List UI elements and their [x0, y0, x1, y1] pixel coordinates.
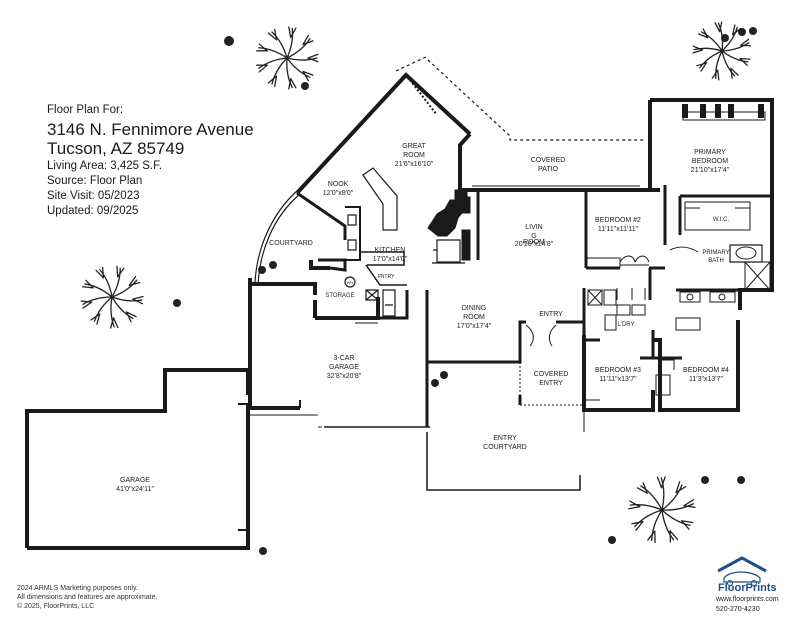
landscaping-plants	[173, 27, 757, 555]
tree-icon	[628, 476, 696, 544]
footer-disclaimer-2: All dimensions and features are approxim…	[17, 594, 158, 601]
nook-label: NOOK	[328, 181, 349, 188]
updated-date: Updated: 09/2025	[47, 205, 139, 217]
three-car-garage-label-2: GARAGE	[329, 364, 359, 371]
great-room-label-2: ROOM	[403, 152, 425, 159]
site-visit-date: Site Visit: 05/2023	[47, 190, 140, 202]
wic-label: W.I.C.	[713, 217, 730, 223]
footer-copyright: © 2025, FloorPrints, LLC	[17, 603, 95, 610]
covered-patio-label: COVERED	[531, 157, 566, 164]
entry-courtyard-wall	[426, 432, 581, 491]
bedroom-4-dims: 11'3"x13'7"	[689, 376, 723, 383]
entry-courtyard-label-2: COURTYARD	[483, 444, 527, 451]
entry-label: ENTRY	[539, 311, 563, 318]
kitchen-dims: 17'0"x14'0"	[373, 256, 408, 263]
dining-room-label: DINING	[462, 305, 487, 312]
kitchen-label: KITCHEN	[375, 247, 406, 254]
bedroom-3-dims: 11'11"x13'7"	[599, 376, 637, 383]
plan-source: Source: Floor Plan	[47, 175, 143, 187]
three-car-garage-wall	[248, 278, 300, 410]
dining-room-label-2: ROOM	[463, 314, 485, 321]
primary-bath-label: PRIMARY	[702, 250, 729, 256]
living-room-label-3: ROOM	[523, 239, 545, 246]
garage-label: GARAGE	[120, 477, 150, 484]
covered-entry-label: COVERED	[534, 371, 569, 378]
courtyard-label: COURTYARD	[269, 240, 313, 247]
tree-icon	[256, 26, 319, 90]
garage-dims: 41'0"x24'11"	[116, 486, 154, 493]
covered-patio-label-2: PATIO	[538, 166, 559, 173]
living-room-label: LIVIN	[525, 224, 543, 231]
dining-room-dims: 17'0"x17'4"	[457, 323, 492, 330]
brand-url[interactable]: www.floorprints.com	[716, 596, 779, 603]
living-room-dims: 20'10"x14'8"	[515, 241, 554, 248]
fireplace	[427, 189, 471, 237]
bedroom-2-label: BEDROOM #2	[595, 217, 641, 224]
address-street: 3146 N. Fennimore Avenue	[47, 120, 254, 139]
tree-icon	[80, 265, 144, 329]
garage-wall-south	[27, 405, 250, 550]
patio-outline	[427, 59, 645, 141]
plan-caption-label: Floor Plan For:	[47, 104, 124, 116]
three-car-garage-label: 3-CAR	[333, 355, 354, 362]
great-room-wall	[295, 72, 472, 195]
bedroom-2-dims: 11'11"x11'11"	[598, 226, 639, 233]
laundry-label: L'DRY	[617, 322, 634, 328]
water-heater-label: WH	[347, 280, 354, 285]
garage-wall	[25, 368, 250, 548]
courtyard-curve	[254, 189, 299, 283]
three-car-garage-dims: 32'8"x20'8"	[327, 373, 362, 380]
primary-bedroom-label: PRIMARY	[694, 149, 726, 156]
nook-dims: 12'0"x8'0"	[323, 190, 354, 197]
great-room-dims: 21'6"x16'10"	[395, 161, 434, 168]
primary-bedroom-dims: 21'10"x17'4"	[691, 167, 730, 174]
storage-label: STORAGE	[325, 293, 354, 299]
primary-bath-label-2: BATH	[708, 258, 724, 264]
footer-disclaimer-1: 2024 ARMLS Marketing purposes only.	[17, 585, 138, 592]
water-heater-icon	[344, 276, 356, 288]
bedroom-3-label: BEDROOM #3	[595, 367, 641, 374]
bedroom-4-label: BEDROOM #4	[683, 367, 729, 374]
address-city: Tucson, AZ 85749	[47, 139, 185, 158]
brand-phone: 520-270-4230	[716, 606, 760, 613]
brand-name: FloorPrints	[718, 582, 777, 594]
pantry-label: PNTRY	[378, 274, 396, 280]
entry-courtyard-label: ENTRY	[493, 435, 517, 442]
primary-suite-wall	[650, 98, 774, 310]
kitchen-island	[362, 167, 398, 231]
living-area: Living Area: 3,425 S.F.	[47, 160, 163, 172]
covered-entry-label-2: ENTRY	[539, 380, 563, 387]
floorprints-logo-icon	[717, 556, 767, 586]
primary-bedroom-label-2: BEDROOM	[692, 158, 728, 165]
living-room-label-2: G	[531, 233, 536, 240]
great-room-label: GREAT	[402, 143, 426, 150]
